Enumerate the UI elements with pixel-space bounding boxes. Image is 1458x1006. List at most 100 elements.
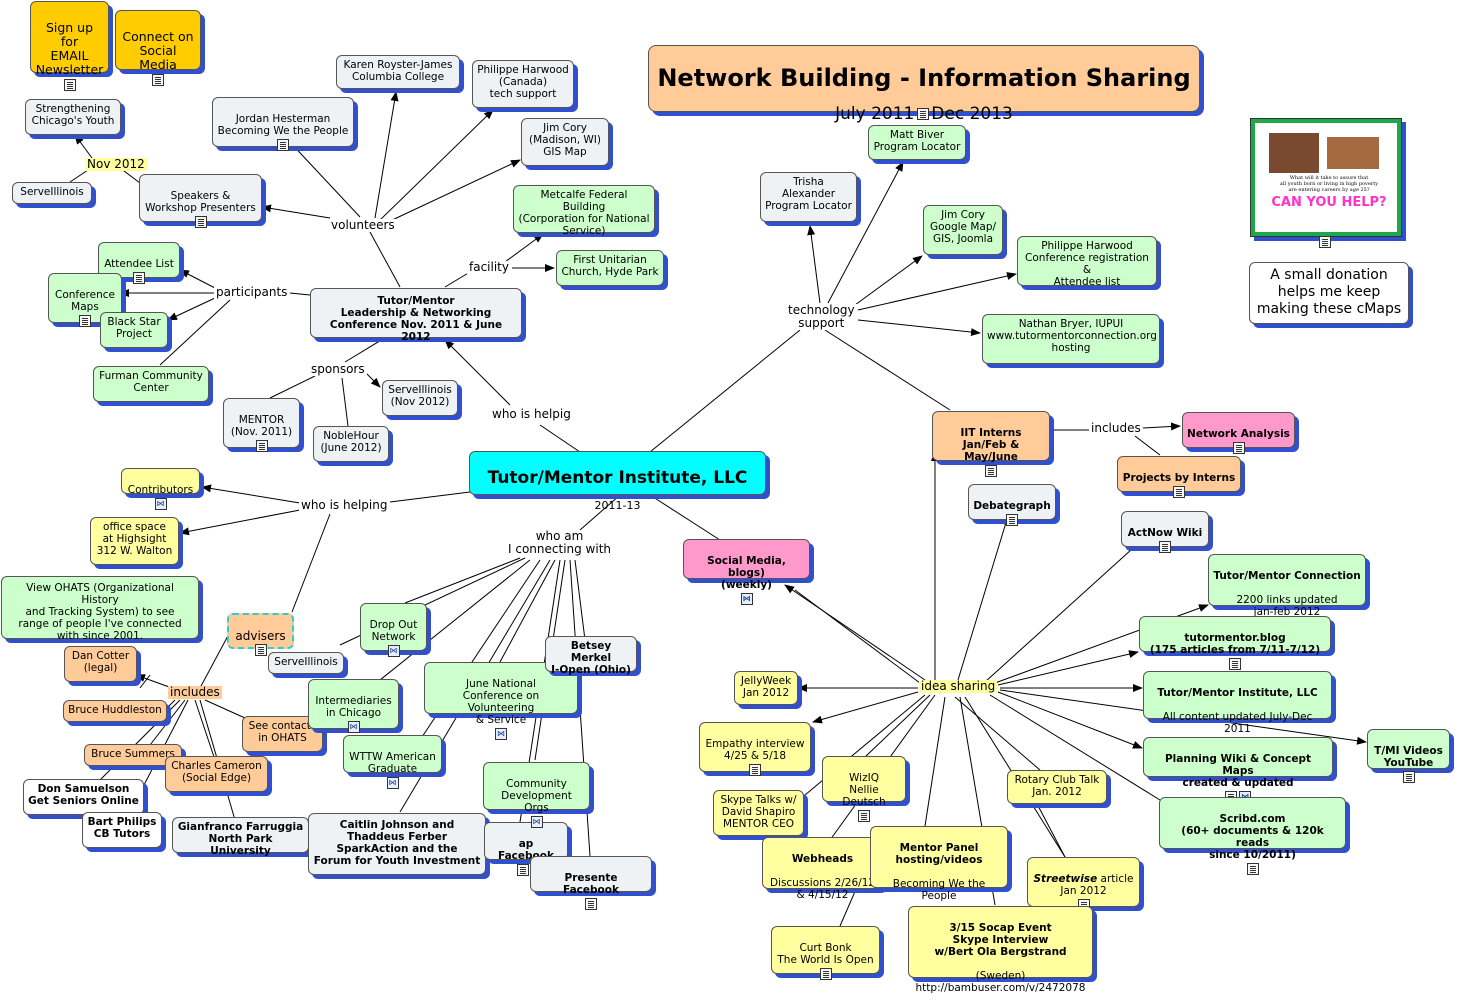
concept-map-icon[interactable]: ⋈ bbox=[154, 498, 167, 510]
document-icon[interactable] bbox=[858, 810, 870, 822]
node-iit[interactable]: IIT Interns Jan/Feb & May/June bbox=[932, 411, 1050, 477]
node-trisha[interactable]: Trisha Alexander Program Locator bbox=[760, 172, 857, 222]
document-icon[interactable] bbox=[133, 272, 145, 284]
node-karen[interactable]: Karen Royster-James Columbia College bbox=[336, 55, 460, 89]
document-icon[interactable] bbox=[255, 440, 268, 452]
node-mattbiver[interactable]: Matt Biver Program Locator bbox=[868, 125, 966, 160]
document-icon[interactable] bbox=[1402, 771, 1415, 783]
newsletter-signup[interactable]: Sign up for EMAIL Newsletter bbox=[30, 1, 109, 91]
node-charles[interactable]: Charles Cameron (Social Edge) bbox=[165, 756, 268, 792]
node-blackstar[interactable]: Black Star Project bbox=[100, 312, 168, 348]
node-speakers[interactable]: Speakers & Workshop Presenters bbox=[139, 174, 262, 228]
concept-map-icon[interactable]: ⋈ bbox=[387, 645, 400, 657]
node-betsey[interactable]: Betsey Merkel I-Open (Ohio) bbox=[545, 636, 637, 676]
document-icon[interactable] bbox=[585, 898, 597, 910]
node-ohats[interactable]: View OHATS (Organizational History and T… bbox=[1, 576, 199, 642]
concept-map-icon[interactable]: ⋈ bbox=[495, 728, 507, 740]
node-actnow[interactable]: ActNow Wiki bbox=[1121, 511, 1209, 553]
node-mentorpanel[interactable]: Mentor Panel hosting/videos Becoming We … bbox=[870, 826, 1008, 928]
document-icon[interactable] bbox=[819, 968, 832, 980]
node-serveil-nov[interactable]: ServeIllinois (Nov 2012) bbox=[382, 380, 458, 416]
node-planning[interactable]: Planning Wiki & Concept Maps created & u… bbox=[1143, 737, 1333, 803]
document-icon[interactable] bbox=[79, 315, 91, 327]
node-mapfacebook[interactable]: ap Facebook bbox=[484, 822, 568, 876]
node-curtbonk[interactable]: Curt Bonk The World Is Open bbox=[771, 926, 880, 980]
node-metcalfe[interactable]: Metcalfe Federal Building (Corporation f… bbox=[513, 185, 655, 237]
node-tmi[interactable]: Tutor/Mentor Institute, LLC All content … bbox=[1143, 671, 1332, 761]
node-brucesummers[interactable]: Bruce Summers bbox=[84, 744, 182, 766]
node-projects[interactable]: Projects by Interns bbox=[1117, 456, 1241, 498]
node-webheads[interactable]: Webheads Discussions 2/26/12 & 4/15/12 bbox=[762, 837, 883, 901]
document-icon[interactable] bbox=[517, 864, 529, 876]
node-furman[interactable]: Furman Community Center bbox=[93, 366, 209, 402]
concept-map-icon[interactable]: ⋈ bbox=[740, 593, 753, 605]
concept-map-icon[interactable]: ⋈ bbox=[530, 816, 543, 828]
document-icon[interactable] bbox=[1229, 658, 1241, 670]
node-jordan[interactable]: Jordan Hesterman Becoming We the People bbox=[212, 97, 354, 151]
node-junenational[interactable]: June National Conference on Volunteering… bbox=[424, 662, 578, 740]
node-presente[interactable]: Presente Facebook bbox=[530, 856, 652, 910]
node-streetwise[interactable]: Streetwise article Jan 2012 bbox=[1027, 857, 1140, 911]
node-networkanalysis[interactable]: Network Analysis bbox=[1182, 412, 1295, 454]
node-dropout[interactable]: Drop Out Network⋈ bbox=[360, 603, 427, 657]
document-icon[interactable] bbox=[1319, 236, 1331, 248]
node-tmc[interactable]: Tutor/Mentor Connection 2200 links updat… bbox=[1208, 554, 1366, 644]
document-icon[interactable] bbox=[254, 644, 267, 656]
document-icon[interactable] bbox=[749, 764, 761, 776]
node-confmaps[interactable]: Conference Maps bbox=[48, 273, 122, 327]
node-officespace[interactable]: office space at Highsight 312 W. Walton bbox=[90, 517, 179, 565]
center-node[interactable]: Tutor/Mentor Institute, LLC 2011-13 bbox=[469, 451, 766, 512]
node-conference[interactable]: Tutor/Mentor Leadership & Networking Con… bbox=[310, 288, 522, 343]
node-blog[interactable]: tutormentor.blog (175 articles from 7/11… bbox=[1139, 616, 1331, 670]
document-icon[interactable] bbox=[1246, 863, 1259, 875]
node-contributors[interactable]: Contributors⋈ bbox=[121, 468, 200, 510]
node-attendee[interactable]: Attendee List bbox=[98, 242, 180, 284]
node-socialmedia[interactable]: Social Media, blogs) (weekly)⋈ bbox=[683, 539, 810, 605]
node-unitarian[interactable]: First Unitarian Church, Hyde Park bbox=[556, 250, 664, 286]
node-rotary[interactable]: Rotary Club Talk Jan. 2012 bbox=[1007, 770, 1107, 804]
document-icon[interactable] bbox=[985, 465, 997, 477]
node-empathy[interactable]: Empathy interview 4/25 & 5/18 bbox=[699, 722, 811, 776]
document-icon[interactable] bbox=[1159, 541, 1171, 553]
node-serveil-left[interactable]: ServeIllinois bbox=[12, 182, 92, 204]
donation-note[interactable]: A small donation helps me keep making th… bbox=[1249, 262, 1409, 324]
node-wiziq[interactable]: WizIQ Nellie Deutsch bbox=[822, 756, 906, 822]
node-socap[interactable]: 3/15 Socap Event Skype Interview w/Bert … bbox=[908, 906, 1093, 994]
node-philippe-registration[interactable]: Philippe Harwood Conference registration… bbox=[1017, 236, 1157, 288]
node-serveil-bottom[interactable]: ServeIllinois bbox=[268, 652, 344, 674]
node-skype[interactable]: Skype Talks w/ David Shapiro MENTOR CEO bbox=[713, 790, 804, 836]
document-icon[interactable] bbox=[917, 108, 929, 120]
node-wttw[interactable]: WTTW American Graduate⋈ bbox=[343, 735, 442, 789]
node-jellyweek[interactable]: JellyWeek Jan 2012 bbox=[734, 671, 798, 705]
node-bruceh[interactable]: Bruce Huddleston bbox=[63, 700, 167, 722]
document-icon[interactable] bbox=[152, 74, 164, 86]
node-advisers[interactable]: advisers bbox=[227, 613, 294, 656]
document-icon[interactable] bbox=[1006, 514, 1018, 526]
concept-map-icon[interactable]: ⋈ bbox=[386, 777, 399, 789]
document-icon[interactable] bbox=[63, 79, 76, 91]
node-videos[interactable]: T/MI Videos YouTube bbox=[1367, 729, 1450, 783]
node-scribd[interactable]: Scribd.com (60+ documents & 120k reads s… bbox=[1159, 797, 1346, 875]
node-mentor[interactable]: MENTOR (Nov. 2011) bbox=[223, 398, 300, 452]
node-gianfranco[interactable]: Gianfranco Farruggia North Park Universi… bbox=[172, 817, 309, 857]
node-strengthening[interactable]: Strengthening Chicago's Youth bbox=[25, 99, 121, 135]
connect-social-media[interactable]: Connect on Social Media bbox=[115, 10, 201, 86]
node-noblehour[interactable]: NobleHour (June 2012) bbox=[313, 426, 389, 462]
node-jimcory-gis[interactable]: Jim Cory (Madison, WI) GIS Map bbox=[521, 118, 609, 166]
node-dancotter[interactable]: Dan Cotter (legal) bbox=[64, 646, 137, 682]
node-philippe-tech[interactable]: Philippe Harwood (Canada) tech support bbox=[472, 60, 574, 108]
node-bart[interactable]: Bart Philips CB Tutors bbox=[82, 812, 162, 848]
node-intermediaries[interactable]: Intermediaries in Chicago⋈ bbox=[308, 679, 399, 733]
document-icon[interactable] bbox=[1232, 442, 1245, 454]
node-jimcory-google[interactable]: Jim Cory Google Map/ GIS, Joomla bbox=[923, 205, 1003, 255]
document-icon[interactable] bbox=[194, 216, 207, 228]
node-donsam[interactable]: Don Samuelson Get Seniors Online bbox=[23, 779, 144, 815]
node-caitlin[interactable]: Caitlin Johnson and Thaddeus Ferber Spar… bbox=[308, 813, 486, 875]
document-icon[interactable] bbox=[1173, 486, 1185, 498]
node-debategraph[interactable]: Debategraph bbox=[968, 484, 1056, 526]
document-icon[interactable] bbox=[277, 139, 289, 151]
node-nathan[interactable]: Nathan Bryer, IUPUI www.tutormentorconne… bbox=[982, 314, 1160, 364]
node-community[interactable]: Community Development Orgs⋈ bbox=[483, 762, 590, 828]
concept-map-icon[interactable]: ⋈ bbox=[347, 721, 360, 733]
